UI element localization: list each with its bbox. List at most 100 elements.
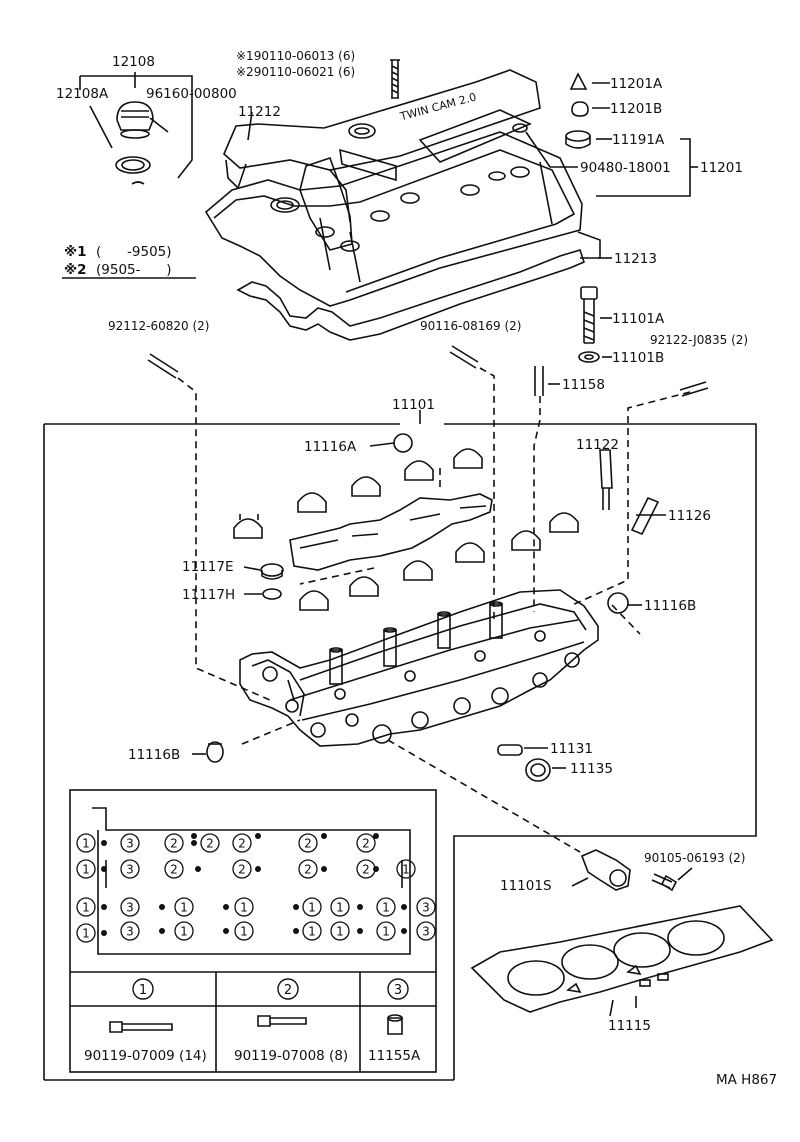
cover-gasket xyxy=(236,249,585,341)
bolt-mark-number: 2 xyxy=(362,837,370,851)
diagram-code: MA H867 xyxy=(716,1072,777,1088)
bolt-hole-dot xyxy=(101,840,107,846)
cover-screw-group xyxy=(390,59,400,99)
bolt-mark-number: 1 xyxy=(82,901,90,915)
dashed-guides xyxy=(177,367,691,853)
label-11201A: 11201A xyxy=(610,76,663,92)
bolt-mark-number: 2 xyxy=(362,863,370,877)
bolt-mark-number: 1 xyxy=(382,925,390,939)
bolt-hole-dot xyxy=(223,904,229,910)
bolt-hole-dot xyxy=(293,904,299,910)
label-11101B: 11101B xyxy=(612,350,664,366)
bolt-pattern-box xyxy=(69,789,437,1073)
bolt-hole-dot xyxy=(373,866,379,872)
valve-guides xyxy=(599,449,666,536)
label-11101: 11101 xyxy=(392,397,435,413)
table-part-2: 90119-07008 (8) xyxy=(234,1048,348,1064)
bearing-caps xyxy=(233,448,579,611)
bolt-mark-circle xyxy=(376,897,396,917)
bolt-mark-number: 1 xyxy=(336,925,344,939)
label-11131: 11131 xyxy=(550,741,593,757)
label-90480: 90480-18001 xyxy=(580,160,671,176)
bolt-mark-circle xyxy=(376,921,396,941)
label-11101S: 11101S xyxy=(500,878,552,894)
head-frame xyxy=(43,410,757,1081)
bolt-mark-number: 3 xyxy=(126,863,134,877)
bolt-hole-dot xyxy=(357,928,363,934)
bolt-hole-dot xyxy=(101,866,107,872)
label-11101A: 11101A xyxy=(612,311,665,327)
bolt-mark-circle xyxy=(120,833,140,853)
table-header-2: 2 xyxy=(284,983,292,998)
bolt-hole-dot xyxy=(191,833,197,839)
label-96160: 96160-00800 xyxy=(146,86,237,102)
label-90110-a: ※190110-06013 (6) xyxy=(236,49,355,63)
bolt-mark-circle xyxy=(356,833,376,853)
bolt-mark-circle xyxy=(302,921,322,941)
bolt-mark-circle xyxy=(120,921,140,941)
bolt-mark-circle xyxy=(416,897,436,917)
bolt-hole-dot xyxy=(191,840,197,846)
note-legend: ※1 ( -9505) ※2 (9505- ) xyxy=(64,244,172,278)
bolt-mark-circle xyxy=(234,897,254,917)
callout-brackets xyxy=(525,82,698,259)
note1-range: ( -9505) xyxy=(96,244,172,260)
bolt-mark-circle xyxy=(164,833,184,853)
bolt-mark-circle xyxy=(232,859,252,879)
bolt-mark-number: 1 xyxy=(180,901,188,915)
bolt-mark-circle xyxy=(232,833,252,853)
bolt-mark-circle xyxy=(330,921,350,941)
table-header-1: 1 xyxy=(139,983,147,998)
bolt-mark-number: 3 xyxy=(126,925,134,939)
label-12108A: 12108A xyxy=(56,86,109,102)
table-part-3: 11155A xyxy=(368,1048,421,1064)
bolt-hole-dot xyxy=(223,928,229,934)
leader-lines xyxy=(192,111,642,1017)
bolt-mark-number: 2 xyxy=(304,863,312,877)
bolt-hole-dot xyxy=(401,904,407,910)
bolt-mark-circle xyxy=(416,921,436,941)
label-12108: 12108 xyxy=(112,54,155,70)
bolt-mark-number: 1 xyxy=(308,901,316,915)
bolt-mark-number: 1 xyxy=(240,925,248,939)
table-header-3: 3 xyxy=(394,983,402,998)
cam-ladder-frame xyxy=(289,493,493,571)
cylinder-head-cover xyxy=(204,69,583,307)
label-11117H: 11117H xyxy=(182,587,235,603)
head-gasket xyxy=(470,905,774,1013)
bolt-mark-circle xyxy=(302,897,322,917)
bolt-mark-number: 1 xyxy=(336,901,344,915)
bolt-mark-number: 2 xyxy=(170,837,178,851)
label-11135: 11135 xyxy=(570,761,613,777)
label-11201: 11201 xyxy=(700,160,743,176)
grommet-parts xyxy=(565,72,591,149)
label-90105: 90105-06193 (2) xyxy=(644,851,746,865)
bolt-hole-dot xyxy=(159,904,165,910)
bolt-hole-dot xyxy=(101,904,107,910)
label-11116A: 11116A xyxy=(304,439,357,455)
bolt-mark-number: 3 xyxy=(126,901,134,915)
head-bolt-group xyxy=(578,286,612,363)
bolt-mark-circle xyxy=(298,833,318,853)
stud-bolts xyxy=(147,345,709,397)
label-11117E: 11117E xyxy=(182,559,233,575)
part-labels: 12108 12108A 96160-00800 ※190110-06013 (… xyxy=(56,49,748,1034)
bolt-mark-circle xyxy=(76,897,96,917)
bolt-mark-circle xyxy=(234,921,254,941)
note2-range: (9505- ) xyxy=(96,262,172,278)
bolt-hole-dot xyxy=(255,833,261,839)
label-92122: 92122-J0835 (2) xyxy=(650,333,748,347)
bolt-mark-number: 1 xyxy=(308,925,316,939)
bolt-hole-dot xyxy=(255,866,261,872)
bolt-hole-dot xyxy=(293,928,299,934)
bolt-mark-number: 3 xyxy=(126,837,134,851)
bolt-hole-dot xyxy=(195,866,201,872)
label-90110-b: ※290110-06021 (6) xyxy=(236,65,355,79)
label-11116B-right: 11116B xyxy=(644,598,696,614)
bolt-table-parts: 90119-07009 (14) 90119-07008 (8) 11155A xyxy=(84,1048,421,1064)
bolt-table-headers: 1 2 3 xyxy=(132,978,409,1000)
bolt-mark-number: 2 xyxy=(304,837,312,851)
label-11191A: 11191A xyxy=(612,132,665,148)
